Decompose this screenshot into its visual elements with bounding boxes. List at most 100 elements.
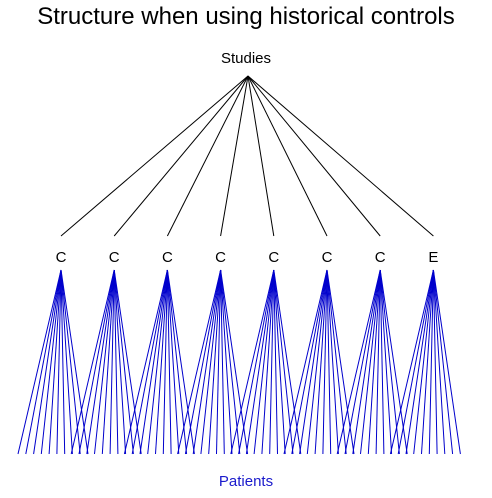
study-node-label: C (162, 249, 173, 266)
patient-edge (220, 269, 241, 455)
study-edge (113, 75, 249, 237)
study-edge (247, 75, 275, 237)
patient-edge (94, 269, 115, 455)
patient-edge (326, 269, 347, 455)
patient-edge (78, 269, 115, 455)
study-edge (220, 75, 249, 237)
patient-edge (113, 269, 119, 455)
diagram-title: Structure when using historical controls (37, 3, 455, 30)
patient-edge (177, 269, 222, 455)
patient-edge (162, 269, 168, 455)
study-node-label: C (56, 249, 67, 266)
patient-edge (56, 269, 62, 455)
patient-edge (375, 269, 381, 455)
patient-edge (261, 269, 275, 455)
patient-edge (379, 269, 385, 455)
patient-edges (17, 269, 461, 455)
patient-edge (379, 269, 400, 455)
patient-edge (306, 269, 328, 455)
patient-edge (432, 269, 454, 455)
patient-edge (421, 269, 434, 455)
patient-edge (86, 269, 115, 455)
patient-edge (220, 269, 225, 455)
patient-edge (230, 269, 275, 455)
study-edge (166, 75, 249, 237)
patient-edge (405, 269, 434, 455)
patient-edge (216, 269, 222, 455)
patient-edge (413, 269, 434, 455)
patient-edge (397, 269, 434, 455)
patient-edge (336, 269, 381, 455)
patient-edge (192, 269, 222, 455)
patient-edge (273, 269, 294, 455)
patient-edge (166, 269, 195, 455)
patient-edge (273, 269, 286, 455)
study-edge (60, 75, 249, 237)
patient-edge (428, 269, 434, 455)
patient-edge (269, 269, 275, 455)
patient-edge (70, 269, 115, 455)
patient-edge (113, 269, 142, 455)
patient-edge (367, 269, 381, 455)
patient-edge (432, 269, 438, 455)
patient-edge (166, 269, 172, 455)
study-node-label: E (428, 249, 438, 266)
patient-edge (60, 269, 73, 455)
patient-edge (184, 269, 222, 455)
study-node-label: C (215, 249, 226, 266)
patient-edge (17, 269, 62, 455)
patient-edge (123, 269, 168, 455)
patient-edge (208, 269, 222, 455)
patient-edge (25, 269, 62, 455)
patient-edge (322, 269, 328, 455)
patient-edge (379, 269, 408, 455)
patient-edge (113, 269, 127, 455)
patient-edge (344, 269, 381, 455)
patient-edge (283, 269, 328, 455)
study-edges (60, 75, 434, 237)
patient-edge (33, 269, 62, 455)
patient-edge (166, 269, 188, 455)
patient-edge (166, 269, 180, 455)
study-edge (247, 75, 381, 237)
patient-edge (379, 269, 393, 455)
patient-edge (238, 269, 275, 455)
patient-edge (291, 269, 328, 455)
patient-edge (389, 269, 434, 455)
patient-edge (113, 269, 134, 455)
patient-edge (326, 269, 339, 455)
patient-edge (139, 269, 168, 455)
patient-edge (314, 269, 328, 455)
study-edge (247, 75, 434, 237)
patient-edge (245, 269, 275, 455)
patient-edge (326, 269, 332, 455)
patient-edge (109, 269, 115, 455)
patient-edge (60, 269, 81, 455)
patient-edge (101, 269, 115, 455)
patient-edge (60, 269, 89, 455)
study-node-label: C (268, 249, 279, 266)
patient-edge (432, 269, 446, 455)
patient-edge (131, 269, 168, 455)
patient-edge (273, 269, 302, 455)
patient-edge (220, 269, 233, 455)
study-node-label: C (375, 249, 386, 266)
patient-edge (220, 269, 249, 455)
patient-edge (60, 269, 66, 455)
patient-edge (253, 269, 275, 455)
root-label: Studies (221, 50, 271, 67)
study-node-label: C (322, 249, 333, 266)
patient-edge (200, 269, 222, 455)
patient-edge (147, 269, 168, 455)
patient-edge (326, 269, 355, 455)
patient-edge (40, 269, 62, 455)
patient-edge (352, 269, 381, 455)
patient-edge (48, 269, 62, 455)
patient-edge (155, 269, 168, 455)
study-node-label: C (109, 249, 120, 266)
study-edge (247, 75, 328, 237)
leaf-label: Patients (219, 473, 273, 490)
patient-edge (273, 269, 278, 455)
